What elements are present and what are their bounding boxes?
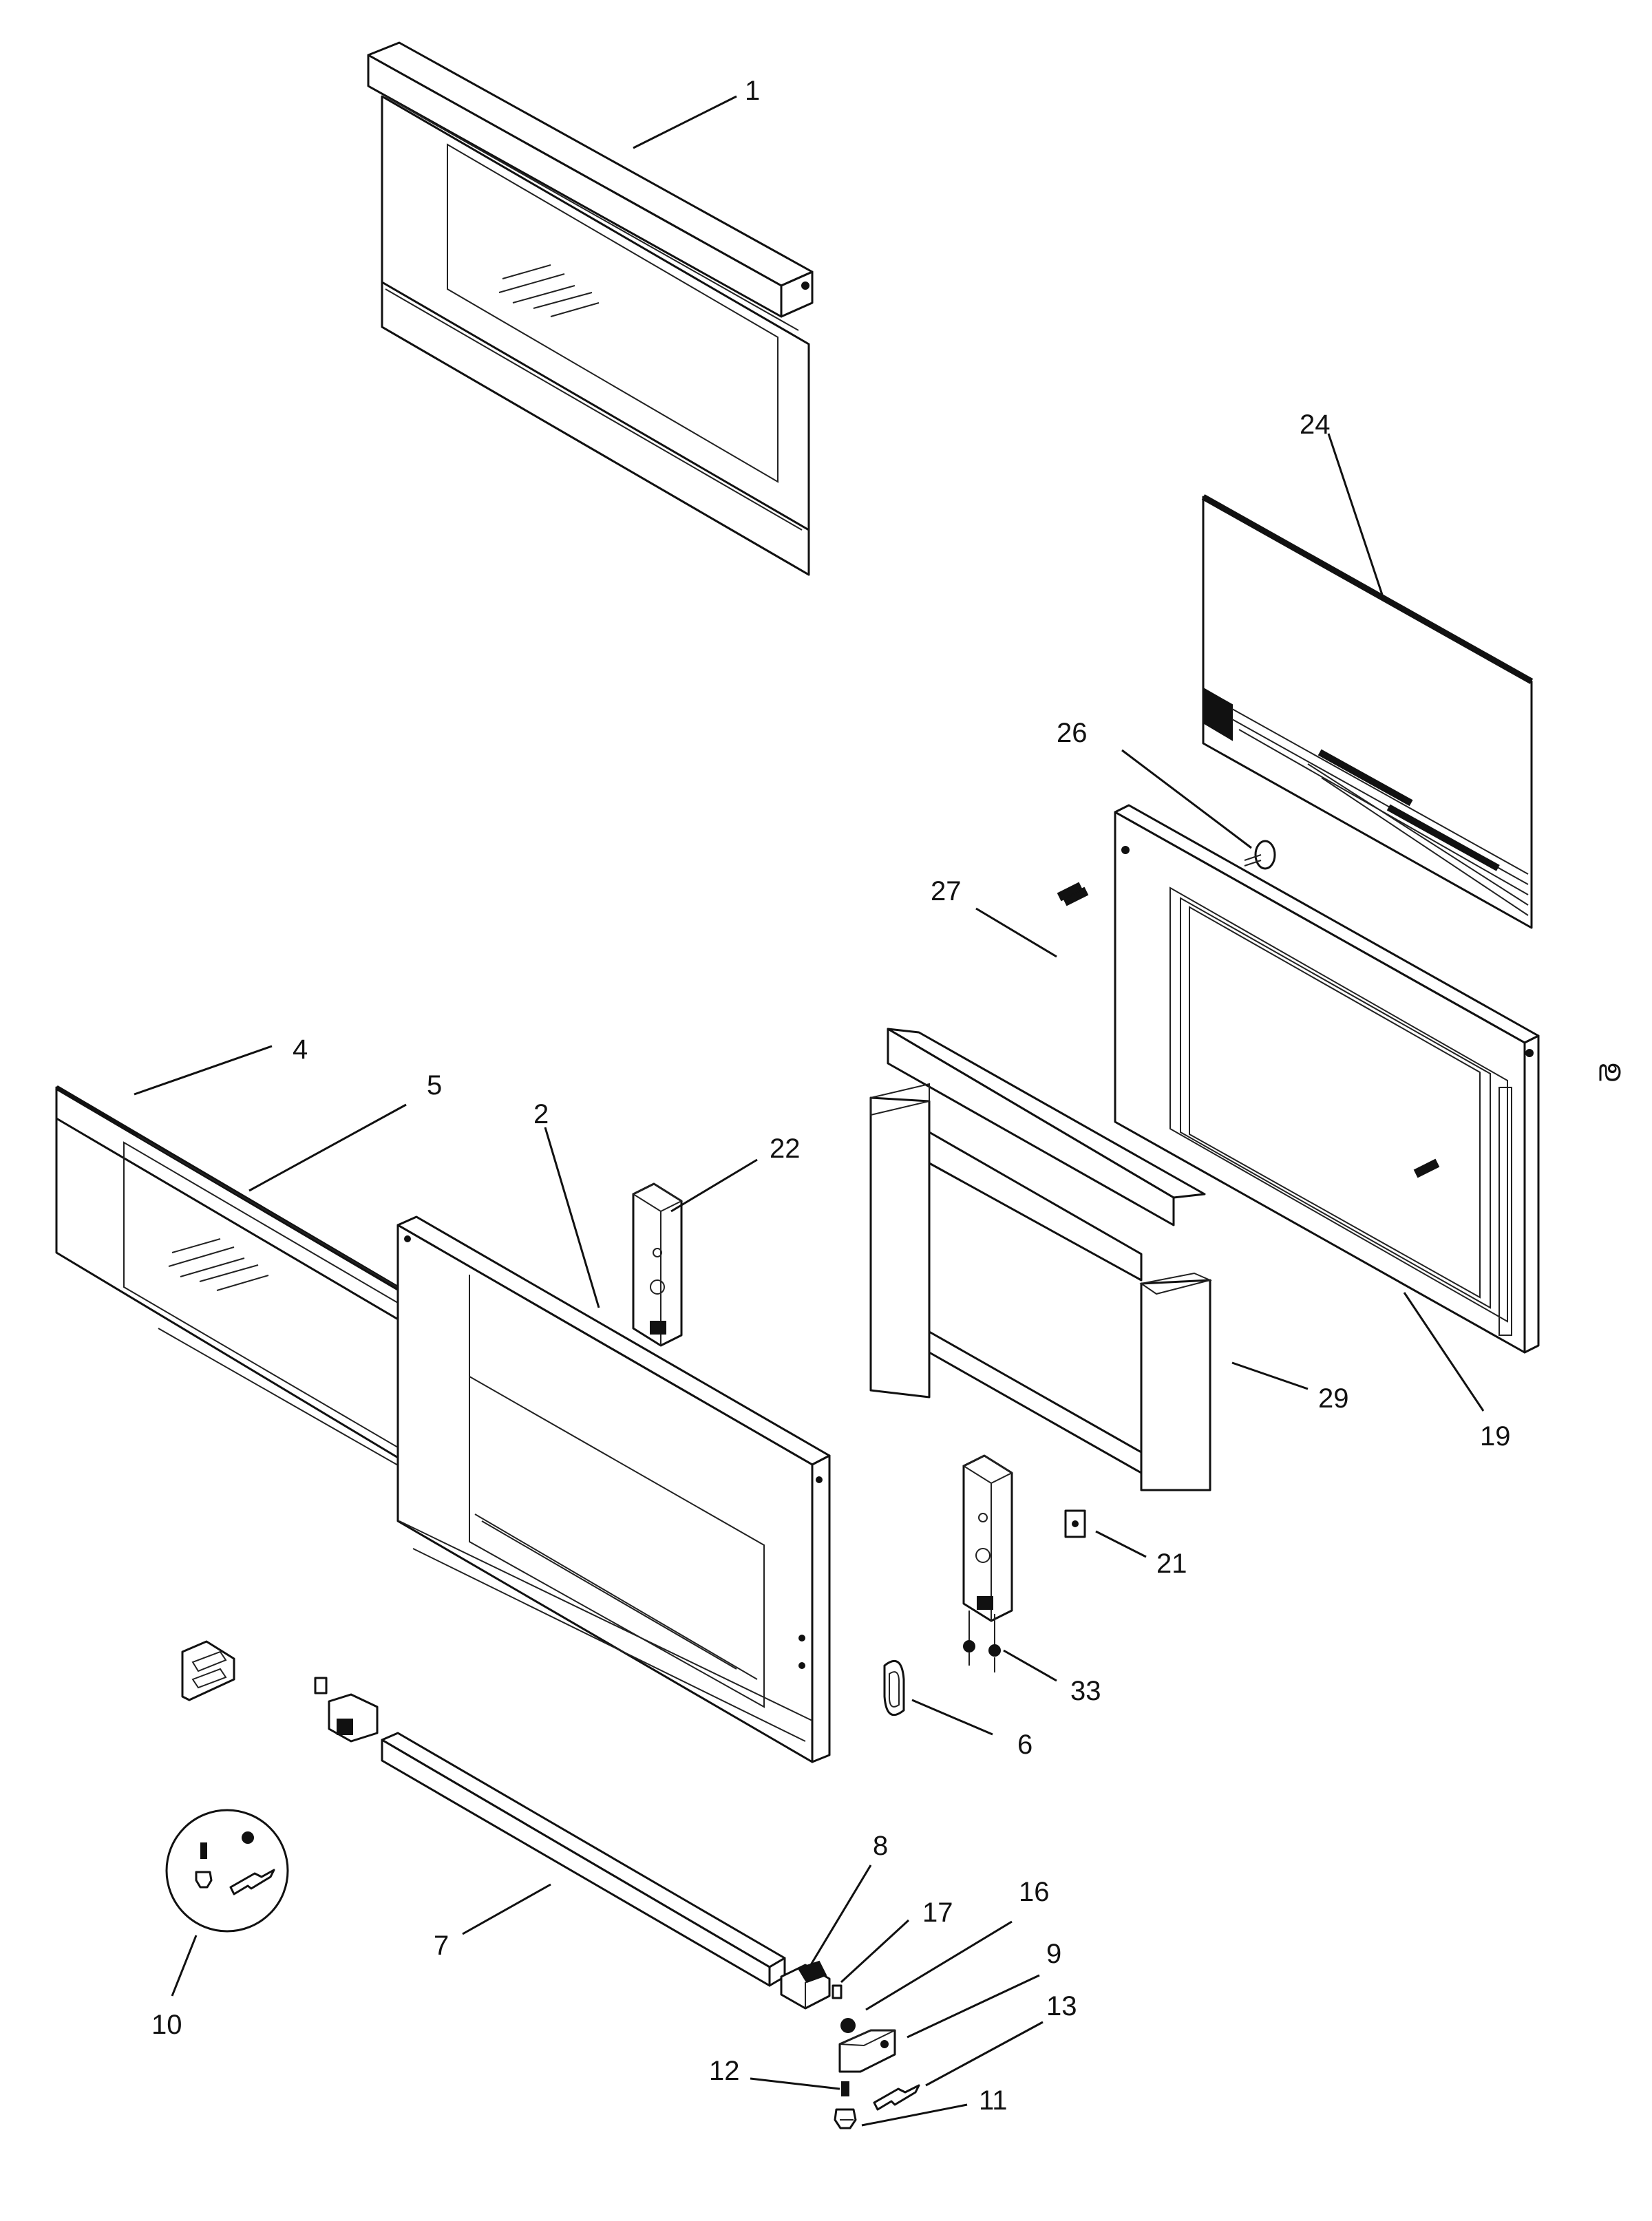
callout-label-4: 4	[293, 1034, 308, 1065]
leader-line-33	[1003, 1649, 1057, 1682]
callout-22: 21	[1095, 1530, 1187, 1579]
callout-10: 10	[151, 1935, 198, 2040]
callout-7: 7	[434, 1883, 551, 1961]
callout-label-9: 9	[1046, 1939, 1061, 1969]
leader-line-27	[975, 907, 1057, 958]
callout-19: 19	[1403, 1292, 1511, 1452]
callout-13: 13	[925, 1991, 1077, 2087]
corner-mark: ഉ	[1599, 1061, 1629, 1081]
callout-24: 24	[1300, 410, 1385, 599]
hinge-receiver[interactable]	[314, 1677, 379, 1743]
leader-line-22	[1095, 1530, 1147, 1558]
leader-line-12	[750, 2077, 840, 2090]
callout-29: 29	[1231, 1361, 1349, 1414]
callout-11: 11	[861, 2085, 1008, 2127]
part-27-screw[interactable]	[1057, 882, 1083, 902]
callout-9: 9	[907, 1939, 1061, 2039]
leader-line-10	[171, 1935, 198, 1997]
callout-label-8: 8	[873, 1831, 888, 1861]
leader-line-9	[907, 1974, 1040, 2039]
leader-line-29	[1231, 1361, 1309, 1390]
callout-27: 27	[931, 876, 1057, 958]
callout-26: 26	[1057, 718, 1252, 849]
leader-line-2	[544, 1127, 600, 1308]
callout-4: 4	[134, 1034, 308, 1096]
part-1-door-glass-assembly[interactable]	[367, 41, 814, 576]
part-8-end-cap[interactable]	[780, 1960, 831, 2010]
callout-17: 17	[840, 1898, 953, 1984]
part-11-button[interactable]	[834, 2108, 857, 2129]
callout-6: 6	[911, 1699, 1032, 1760]
leader-line-1	[633, 95, 737, 149]
callout-label-29: 29	[1318, 1383, 1349, 1414]
callout-8: 8	[804, 1831, 888, 1975]
side-clip[interactable]	[181, 1640, 235, 1701]
callout-label-19: 19	[1480, 1421, 1511, 1452]
callout-label-24: 24	[1300, 410, 1331, 440]
leader-line-8	[804, 1864, 872, 1975]
leader-line-4	[134, 1045, 273, 1096]
part-16-ball[interactable]	[840, 2018, 856, 2033]
leader-line-7	[462, 1883, 551, 1935]
leader-line-19	[1403, 1292, 1485, 1412]
callout-2: 2	[533, 1099, 600, 1308]
part-26-knob[interactable]	[1244, 840, 1276, 870]
part-21-hinge-bracket[interactable]	[631, 1182, 684, 1347]
part-9-end-block[interactable]	[838, 2029, 896, 2073]
callout-label-22: 21	[1156, 1549, 1187, 1579]
callout-label-10: 10	[151, 2010, 182, 2040]
part-10-detail-inset[interactable]	[165, 1809, 289, 1933]
callout-12: 12	[709, 2056, 840, 2090]
leader-line-5	[248, 1103, 407, 1192]
leader-line-13	[925, 2021, 1044, 2087]
callout-label-6: 6	[1017, 1730, 1032, 1760]
part-13-spring-clip[interactable]	[873, 2084, 920, 2111]
leader-line-6	[911, 1699, 993, 1736]
callout-label-5: 5	[427, 1070, 442, 1101]
hinge-bracket-lower[interactable]	[962, 1454, 1014, 1622]
callout-label-33: 33	[1070, 1676, 1101, 1706]
leader-line-11	[861, 2103, 968, 2127]
leader-line-26	[1121, 749, 1252, 849]
callout-label-1: 1	[745, 76, 760, 106]
callout-label-11: 11	[979, 2085, 1008, 2116]
part-12-pin[interactable]	[841, 2081, 849, 2096]
callout-label-17: 17	[922, 1898, 953, 1928]
part-22-plate[interactable]	[1064, 1509, 1086, 1538]
callout-label-13: 13	[1046, 1991, 1077, 2021]
part-19-inner-door-frame[interactable]	[1062, 804, 1540, 1354]
callout-label-2: 2	[533, 1099, 549, 1129]
callout-21: 22	[670, 1134, 801, 1213]
part-2-door-inner-panel[interactable]	[396, 1215, 831, 1763]
callout-1: 1	[633, 76, 760, 149]
callout-label-7: 7	[434, 1931, 449, 1961]
callout-label-12: 12	[709, 2056, 740, 2086]
leader-line-24	[1327, 433, 1385, 599]
callout-label-26: 26	[1057, 718, 1088, 748]
leader-line-16	[865, 1920, 1013, 2011]
callout-label-27: 27	[931, 876, 962, 906]
part-33-screws[interactable]	[963, 1611, 1001, 1672]
callout-33: 33	[1003, 1649, 1101, 1706]
leader-line-17	[840, 1919, 910, 1984]
callout-label-21: 22	[770, 1134, 801, 1164]
part-17-clip[interactable]	[832, 1984, 843, 1999]
part-24-control-glass[interactable]	[1201, 494, 1534, 929]
part-29-insulation[interactable]	[869, 1028, 1213, 1491]
callout-5: 5	[248, 1070, 442, 1192]
callout-label-16: 16	[1019, 1877, 1050, 1907]
leader-line-21	[670, 1158, 758, 1213]
callout-16: 16	[865, 1877, 1050, 2011]
part-6-grommet[interactable]	[883, 1659, 905, 1717]
